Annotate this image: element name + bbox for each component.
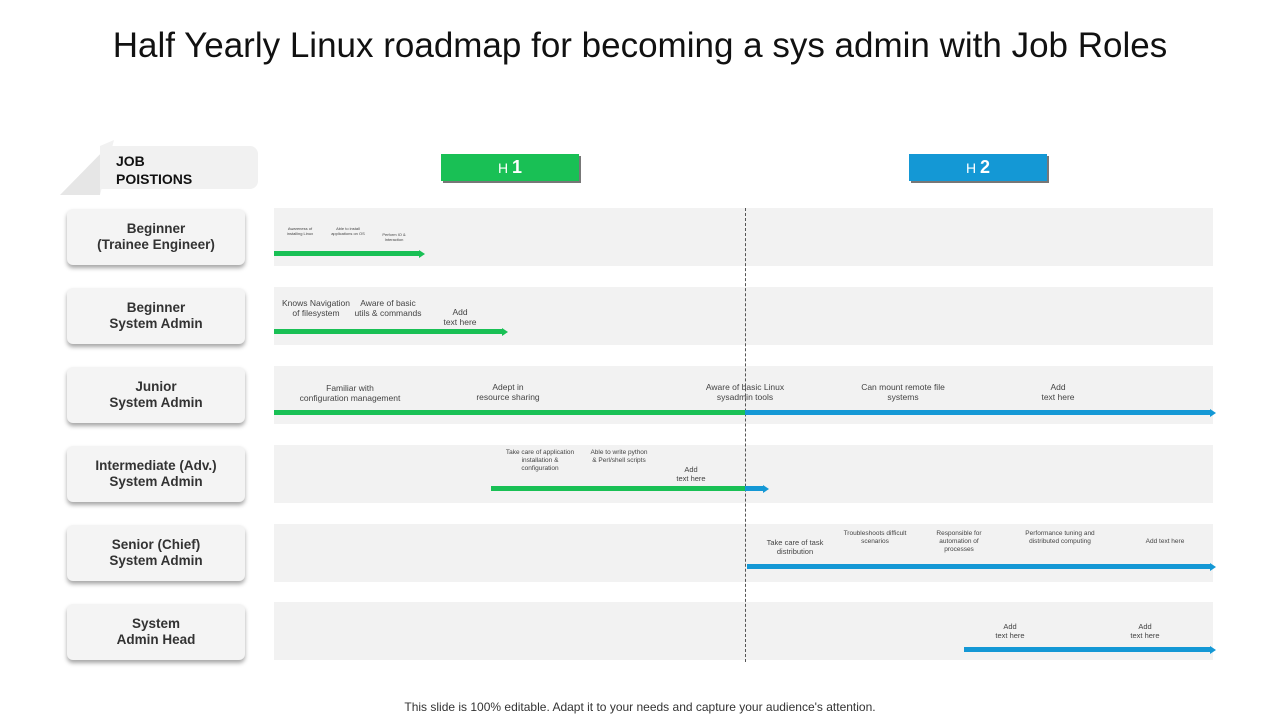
bar-arrow-head bbox=[1210, 562, 1216, 571]
milestone-note: Add text here bbox=[1130, 622, 1160, 640]
milestone-note: Adept in resource sharing bbox=[476, 382, 540, 402]
progress-bar-h1 bbox=[274, 410, 745, 415]
role-card-junior-sysadmin: Junior System Admin bbox=[67, 367, 245, 423]
milestone-note: Performance tuning and distributed compu… bbox=[1025, 530, 1095, 545]
milestone-note: Awareness of installing Linux bbox=[286, 226, 314, 236]
progress-bar-h2 bbox=[745, 486, 763, 491]
role-title: Junior bbox=[135, 379, 177, 394]
bar-arrow-head bbox=[1210, 645, 1216, 654]
lane-row-4 bbox=[274, 445, 1213, 503]
job-positions-header: JOB POISTIONS bbox=[56, 140, 258, 195]
lane-row-5 bbox=[274, 524, 1213, 582]
bar-arrow-head bbox=[1210, 408, 1216, 417]
milestone-note: Familiar with configuration management bbox=[299, 383, 401, 403]
role-subtitle: System Admin bbox=[109, 395, 203, 410]
milestone-note: Responsible for automation of processes bbox=[936, 530, 982, 553]
role-subtitle: Admin Head bbox=[116, 632, 196, 647]
role-title: System bbox=[131, 616, 181, 631]
role-card-intermediate-sysadmin: Intermediate (Adv.) System Admin bbox=[67, 446, 245, 502]
milestone-note: Aware of basic utils & commands bbox=[354, 298, 422, 318]
lane-row-1 bbox=[274, 208, 1213, 266]
milestone-note: Add text here bbox=[995, 622, 1025, 640]
milestone-note: Able to install applications on OS bbox=[331, 226, 365, 236]
role-title: Intermediate (Adv.) bbox=[95, 458, 217, 473]
progress-bar-h2 bbox=[745, 410, 1210, 415]
milestone-note: Aware of basic Linux sysadmin tools bbox=[705, 382, 785, 402]
role-title: Senior (Chief) bbox=[111, 537, 201, 552]
progress-bar-h1 bbox=[491, 486, 745, 491]
half-year-divider bbox=[745, 208, 746, 662]
progress-bar bbox=[964, 647, 1210, 652]
role-card-senior-sysadmin: Senior (Chief) System Admin bbox=[67, 525, 245, 581]
job-positions-label: JOB POISTIONS bbox=[116, 153, 193, 187]
milestone-note: Take care of application installation & … bbox=[505, 449, 575, 472]
h1-number: 1 bbox=[512, 157, 523, 177]
h2-prefix: H bbox=[965, 160, 977, 176]
role-card-beginner-trainee: Beginner (Trainee Engineer) bbox=[67, 209, 245, 265]
milestone-note: Knows Navigation of filesystem bbox=[281, 298, 351, 318]
bar-arrow-head bbox=[763, 484, 769, 493]
role-title: Beginner bbox=[126, 221, 186, 236]
page-title: Half Yearly Linux roadmap for becoming a… bbox=[112, 26, 1168, 65]
bar-arrow-head bbox=[419, 249, 425, 258]
milestone-note: Add text here bbox=[1041, 382, 1075, 402]
role-card-sysadmin-head: System Admin Head bbox=[67, 604, 245, 660]
role-subtitle: System Admin bbox=[109, 474, 203, 489]
role-subtitle: (Trainee Engineer) bbox=[97, 237, 215, 252]
milestone-note: Able to write python & Perl/shell script… bbox=[590, 449, 648, 464]
h1-header: H 1 bbox=[441, 154, 579, 181]
bar-arrow-head bbox=[502, 327, 508, 336]
milestone-note: Add text here bbox=[443, 307, 477, 327]
milestone-note: Add text here bbox=[1145, 538, 1185, 545]
h2-number: 2 bbox=[980, 157, 991, 177]
milestone-note: Take care of task distribution bbox=[766, 538, 824, 556]
milestone-note: Add text here bbox=[676, 465, 706, 483]
role-title: Beginner bbox=[126, 300, 186, 315]
progress-bar bbox=[274, 329, 502, 334]
milestone-note: Can mount remote file systems bbox=[861, 382, 945, 402]
milestone-note: Perform IO & Interaction bbox=[382, 232, 406, 242]
role-card-beginner-sysadmin: Beginner System Admin bbox=[67, 288, 245, 344]
role-subtitle: System Admin bbox=[109, 553, 203, 568]
h2-header: H 2 bbox=[909, 154, 1047, 181]
progress-bar bbox=[747, 564, 1210, 569]
role-subtitle: System Admin bbox=[109, 316, 203, 331]
footer-note: This slide is 100% editable. Adapt it to… bbox=[404, 700, 876, 714]
h1-prefix: H bbox=[497, 160, 509, 176]
lane-row-2 bbox=[274, 287, 1213, 345]
progress-bar bbox=[274, 251, 419, 256]
milestone-note: Troubleshoots difficult scenarios bbox=[843, 530, 907, 545]
